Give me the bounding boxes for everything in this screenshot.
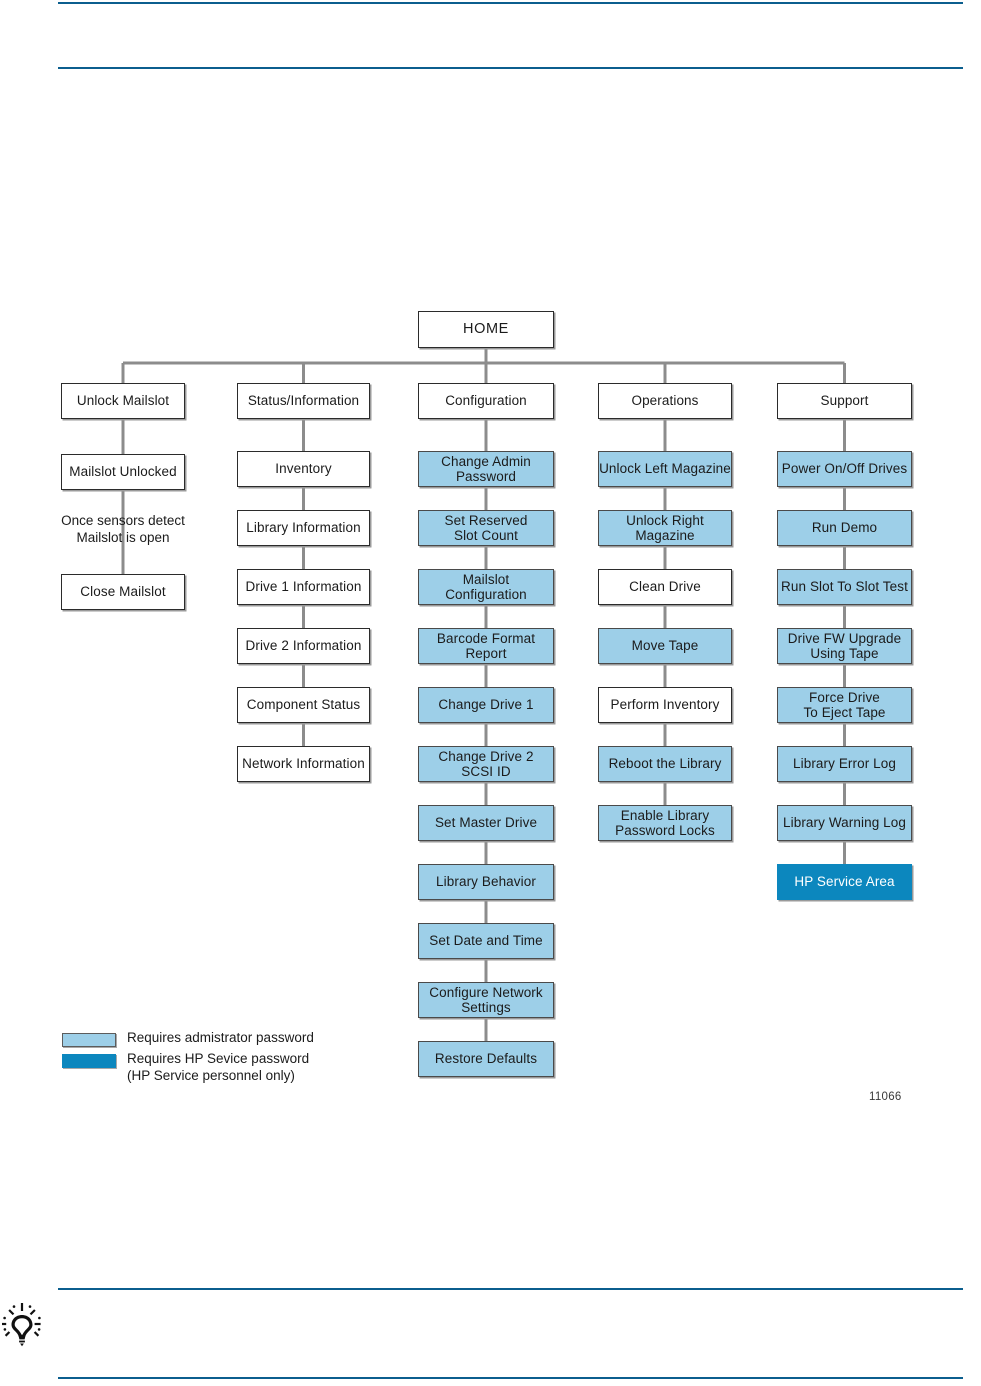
- header-rule-top: [58, 2, 963, 4]
- menu-node-operations-item-2[interactable]: Clean Drive: [598, 569, 732, 605]
- menu-node-unlock-mailslot-item-1[interactable]: Close Mailslot: [61, 574, 185, 610]
- menu-node-status-information-item-3[interactable]: Drive 2 Information: [237, 628, 370, 664]
- menu-node-status-information-item-0[interactable]: Inventory: [237, 451, 370, 487]
- footer-rule-bottom: [58, 1377, 963, 1379]
- legend-label: Requires admistrator password: [127, 1030, 314, 1045]
- menu-note-unlock-mailslot: Once sensors detect Mailslot is open: [61, 513, 185, 545]
- menu-node-support-item-5[interactable]: Library Error Log: [777, 746, 912, 782]
- menu-node-support[interactable]: Support: [777, 383, 912, 419]
- menu-node-configuration-item-10[interactable]: Restore Defaults: [418, 1041, 554, 1077]
- menu-node-configuration[interactable]: Configuration: [418, 383, 554, 419]
- menu-node-operations-item-4[interactable]: Perform Inventory: [598, 687, 732, 723]
- menu-node-operations-item-5[interactable]: Reboot the Library: [598, 746, 732, 782]
- menu-node-configuration-item-1[interactable]: Set Reserved Slot Count: [418, 510, 554, 546]
- menu-node-support-item-0[interactable]: Power On/Off Drives: [777, 451, 912, 487]
- menu-node-operations[interactable]: Operations: [598, 383, 732, 419]
- menu-node-configuration-item-4[interactable]: Change Drive 1: [418, 687, 554, 723]
- legend-row: Requires admistrator password: [62, 1030, 382, 1047]
- menu-node-support-item-7[interactable]: HP Service Area: [777, 864, 912, 900]
- menu-node-status-information[interactable]: Status/Information: [237, 383, 370, 419]
- menu-node-status-information-item-1[interactable]: Library Information: [237, 510, 370, 546]
- legend-swatch-service: [62, 1054, 116, 1068]
- menu-node-configuration-item-9[interactable]: Configure Network Settings: [418, 982, 554, 1018]
- menu-node-unlock-mailslot[interactable]: Unlock Mailslot: [61, 383, 185, 419]
- header-rule-bottom: [58, 67, 963, 69]
- menu-node-configuration-item-5[interactable]: Change Drive 2 SCSI ID: [418, 746, 554, 782]
- menu-node-support-item-1[interactable]: Run Demo: [777, 510, 912, 546]
- menu-node-operations-item-0[interactable]: Unlock Left Magazine: [598, 451, 732, 487]
- menu-node-support-item-2[interactable]: Run Slot To Slot Test: [777, 569, 912, 605]
- menu-node-configuration-item-3[interactable]: Barcode Format Report: [418, 628, 554, 664]
- menu-node-operations-item-6[interactable]: Enable Library Password Locks: [598, 805, 732, 841]
- connector-lines: [121, 348, 846, 1041]
- menu-node-status-information-item-5[interactable]: Network Information: [237, 746, 370, 782]
- menu-node-support-item-6[interactable]: Library Warning Log: [777, 805, 912, 841]
- menu-node-configuration-item-8[interactable]: Set Date and Time: [418, 923, 554, 959]
- menu-node-configuration-item-7[interactable]: Library Behavior: [418, 864, 554, 900]
- legend-row: Requires HP Sevice password (HP Service …: [62, 1051, 382, 1085]
- menu-node-unlock-mailslot-item-0[interactable]: Mailslot Unlocked: [61, 454, 185, 490]
- legend-label: Requires HP Sevice password (HP Service …: [127, 1051, 310, 1083]
- figure-id: 11066: [869, 1091, 902, 1103]
- menu-node-home[interactable]: HOME: [418, 311, 554, 348]
- menu-node-status-information-item-2[interactable]: Drive 1 Information: [237, 569, 370, 605]
- menu-node-operations-item-1[interactable]: Unlock Right Magazine: [598, 510, 732, 546]
- menu-node-support-item-4[interactable]: Force Drive To Eject Tape: [777, 687, 912, 723]
- menu-node-support-item-3[interactable]: Drive FW Upgrade Using Tape: [777, 628, 912, 664]
- menu-node-configuration-item-0[interactable]: Change Admin Password: [418, 451, 554, 487]
- menu-node-status-information-item-4[interactable]: Component Status: [237, 687, 370, 723]
- lightbulb-tip-icon: [0, 1302, 42, 1348]
- footer-rule-top: [58, 1288, 963, 1290]
- menu-node-configuration-item-2[interactable]: Mailslot Configuration: [418, 569, 554, 605]
- menu-node-operations-item-3[interactable]: Move Tape: [598, 628, 732, 664]
- legend-swatch-admin: [62, 1033, 116, 1047]
- menu-node-configuration-item-6[interactable]: Set Master Drive: [418, 805, 554, 841]
